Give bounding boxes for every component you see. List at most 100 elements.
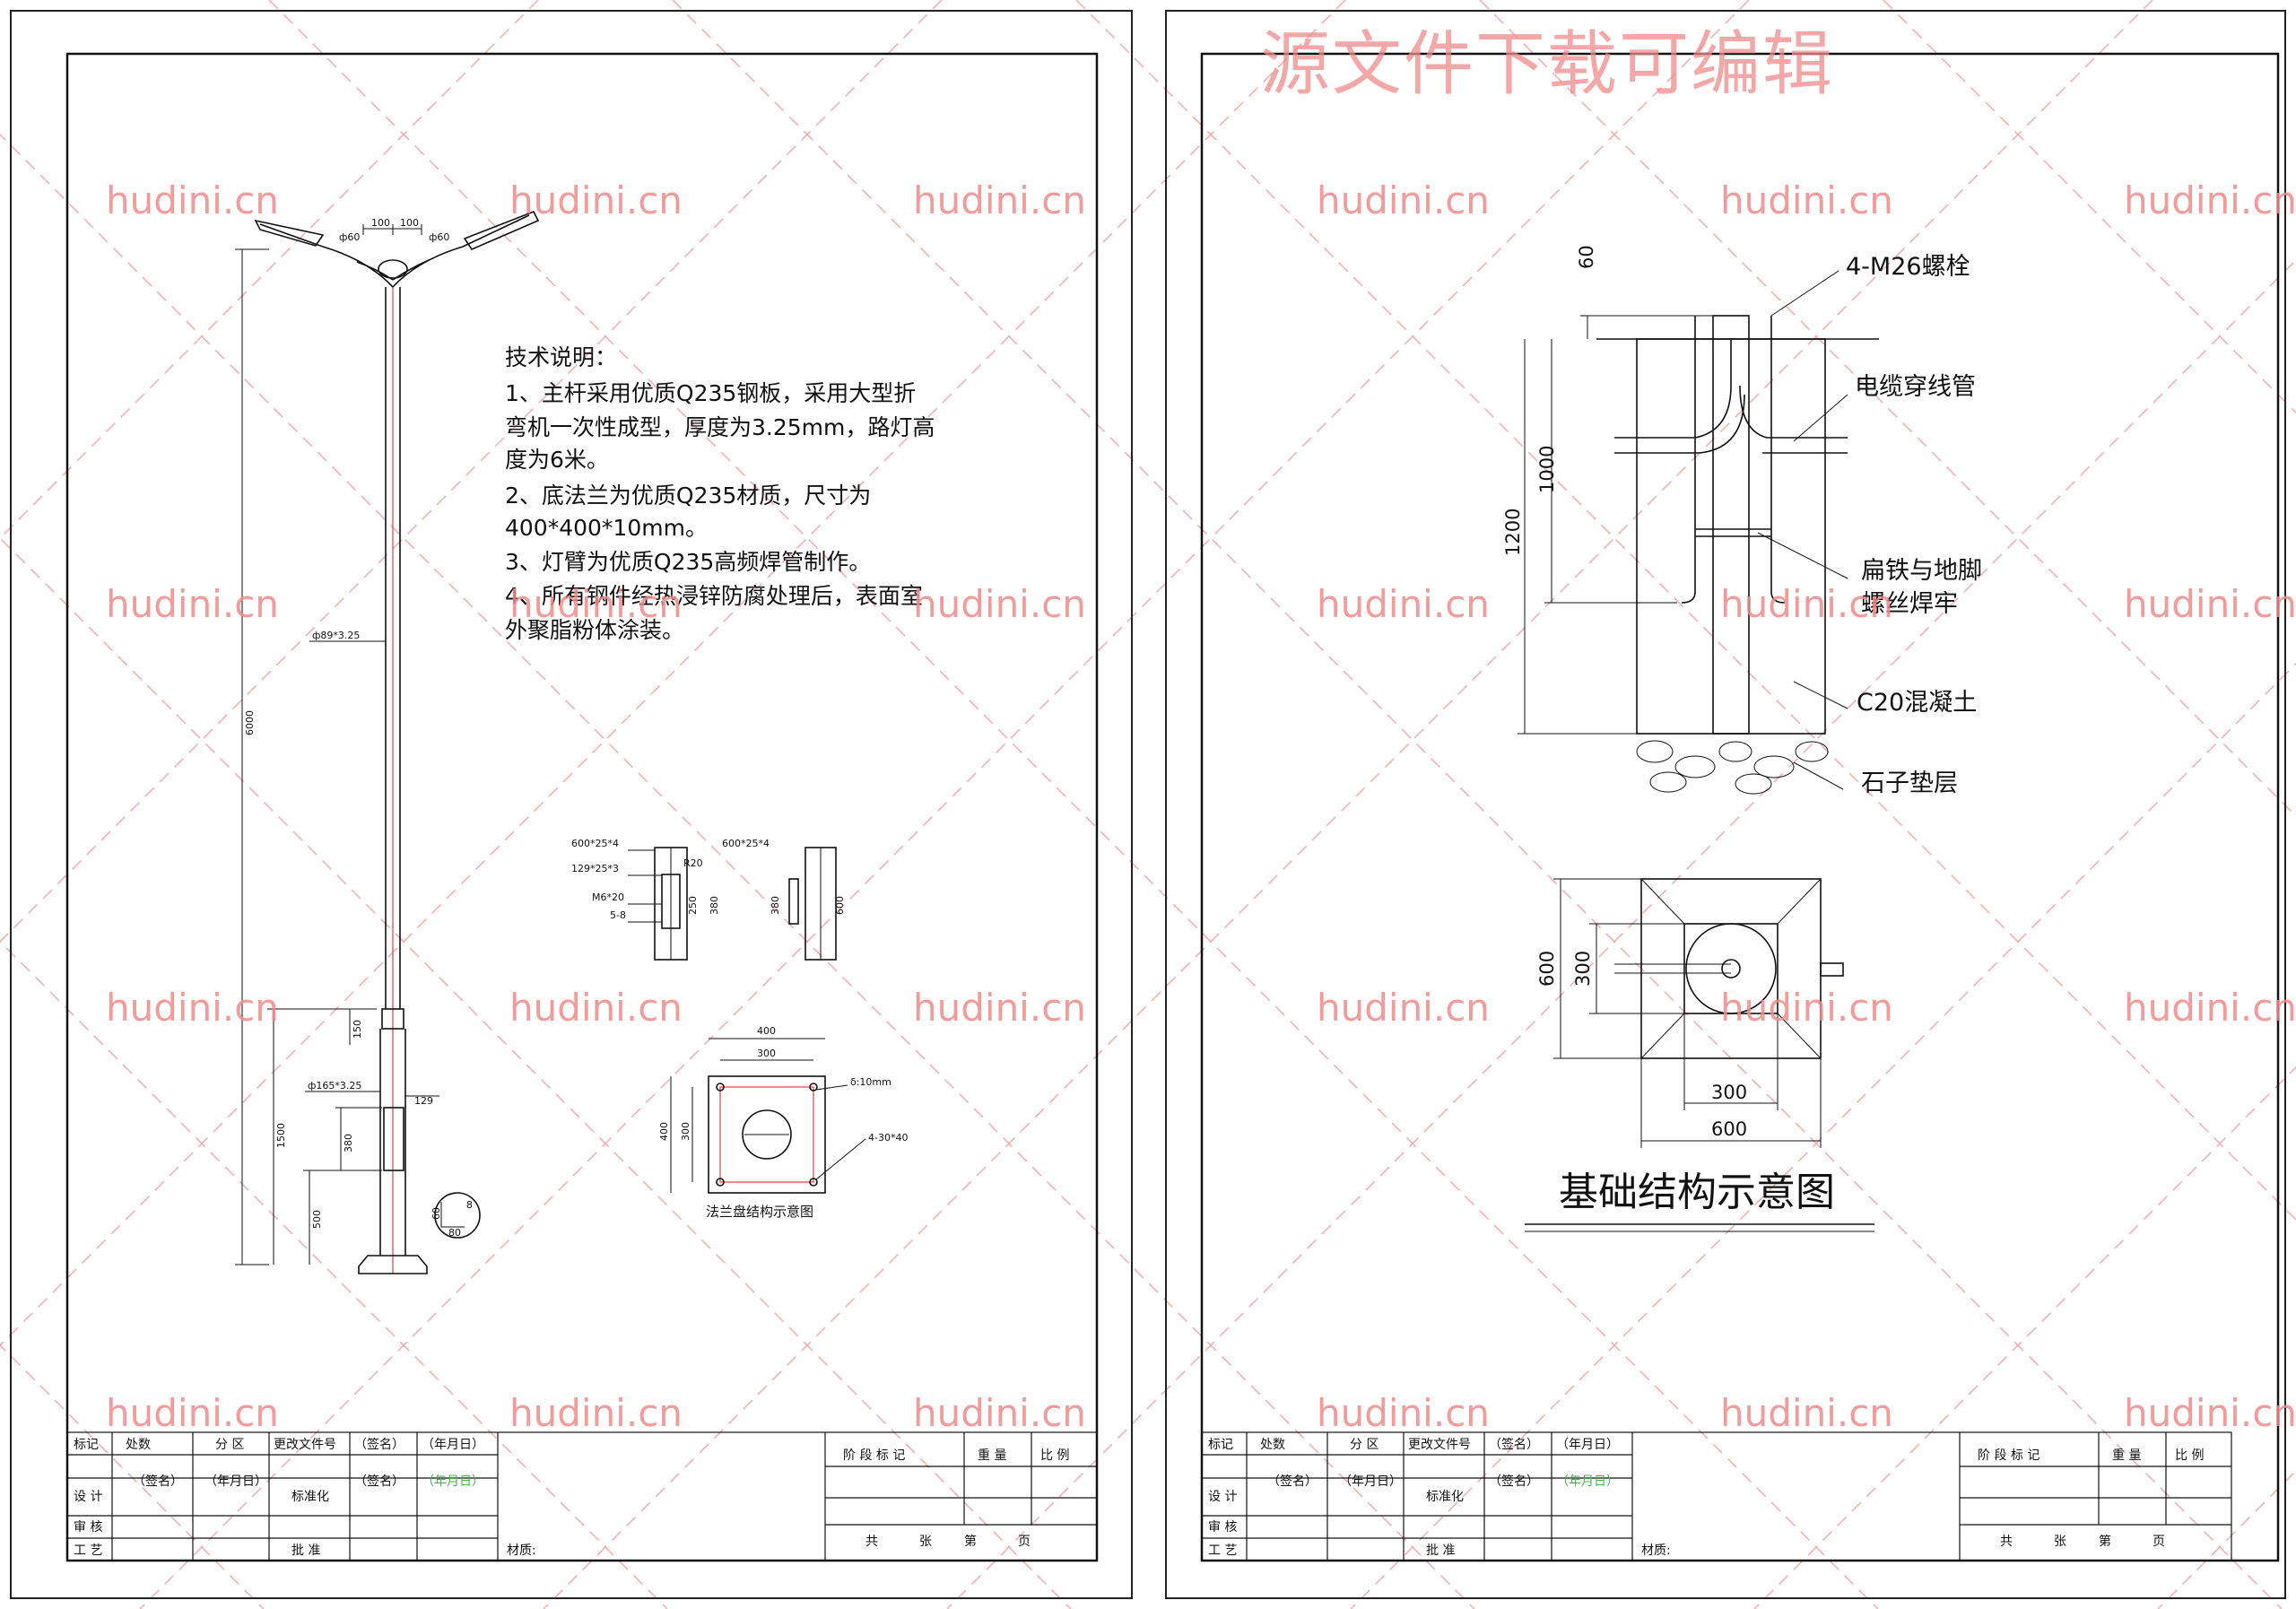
notes-line-1: 1、主杆采用优质Q235钢板，采用大型折 (505, 380, 916, 406)
watermark-1: hudini.cn (106, 178, 279, 222)
tb-left-review: 审 核 (74, 1520, 102, 1535)
tb-right-standard-date: （年月日） (1556, 1474, 1619, 1489)
watermark-21: hudini.cn (913, 1391, 1086, 1435)
door-label-4: 5-8 (610, 909, 626, 921)
right-title-block: 标记 处数 分 区 更改文件号 （签名） （年月日） 设 计 （签名） （年月日… (1201, 1431, 2232, 1561)
notes-line-4: 2、底法兰为优质Q235材质，尺寸为 (505, 483, 871, 509)
tb-right-process: 工 艺 (1208, 1544, 1237, 1558)
label-flat-iron-2: 螺丝焊牢 (1861, 590, 1958, 618)
door-label-2: 129*25*3 (571, 863, 619, 874)
tb-right-standard: 标准化 (1426, 1490, 1464, 1504)
dim-1000: 1000 (1536, 446, 1558, 493)
flange-caption: 法兰盘结构示意图 (706, 1204, 813, 1220)
watermark-6: hudini.cn (2124, 178, 2296, 222)
plan-dim-300: 300 (1572, 951, 1594, 987)
watermark-8: hudini.cn (509, 582, 683, 626)
tb-left-mark: 标记 (74, 1438, 99, 1452)
flange-side-inner: 300 (680, 1122, 691, 1141)
label-cable: 电缆穿线管 (1855, 373, 1976, 401)
tb-right-date: （年月日） (1556, 1438, 1619, 1452)
stiffener-b: 8 (466, 1199, 473, 1211)
total-height: 6000 (244, 710, 256, 735)
tb-left-date: （年月日） (422, 1438, 484, 1452)
watermark-10: hudini.cn (1317, 582, 1490, 626)
foundation-plan: 600 300 300 600 基础结构示意图 (1525, 878, 1874, 1232)
door-right-dim-1: 380 (770, 896, 781, 915)
arm-dia-left: ф60 (339, 231, 360, 243)
watermark-16: hudini.cn (1317, 986, 1490, 1030)
watermark-12: hudini.cn (2124, 582, 2296, 626)
flange-side-outer: 400 (658, 1122, 670, 1141)
tb-right-ratio: 比 例 (2175, 1448, 2204, 1463)
tb-left-zone: 分 区 (215, 1438, 244, 1452)
tb-right-sheets: 共 (2000, 1535, 2013, 1549)
watermark-14: hudini.cn (509, 986, 683, 1030)
tb-right-approve: 批 准 (1426, 1544, 1455, 1558)
left-title-block: 标记 处数 分 区 更改文件号 （签名） （年月日） 设 计 （签名） （年月日… (66, 1431, 1098, 1561)
arm-spacing-left: 100 (371, 217, 390, 229)
stiffener-c: 80 (448, 1227, 461, 1239)
notes-line-5: 400*400*10mm。 (505, 515, 708, 541)
tb-left-change: 更改文件号 (274, 1438, 336, 1452)
left-sheet-border (10, 10, 1133, 1599)
tb-left-stage: 阶 段 标 记 (843, 1448, 905, 1463)
flange-outer: 400 (757, 1025, 776, 1037)
watermark-banner: 源文件下载可编辑 (1260, 24, 1834, 105)
technical-notes: 技术说明： 1、主杆采用优质Q235钢板，采用大型折 弯机一次性成型，厚度为3.… (505, 344, 935, 643)
dim-60: 60 (1576, 245, 1597, 269)
watermark-20: hudini.cn (509, 1391, 683, 1435)
notes-line-7: 4、所有钢件经热浸锌防腐处理后，表面室 (505, 583, 923, 609)
watermark-15: hudini.cn (913, 986, 1086, 1030)
tb-left-sheets: 共 (865, 1535, 878, 1549)
tb-right-weight: 重 量 (2112, 1448, 2141, 1463)
notes-line-6: 3、灯臂为优质Q235高频焊管制作。 (505, 549, 871, 575)
watermark-13: hudini.cn (106, 986, 279, 1030)
flange-thickness: δ:10mm (850, 1076, 891, 1088)
watermark-24: hudini.cn (2124, 1391, 2296, 1435)
label-bolt: 4-M26螺栓 (1846, 253, 1970, 281)
door-dim-1: 250 (687, 896, 699, 915)
tb-left-approve: 批 准 (291, 1544, 320, 1558)
tb-left-standard-sign: （签名） (354, 1474, 404, 1489)
door-base-height: 500 (311, 1210, 323, 1229)
label-flat-iron-1: 扁铁与地脚 (1861, 557, 1982, 585)
tb-left-weight: 重 量 (978, 1448, 1006, 1463)
watermark-11: hudini.cn (1720, 582, 1893, 626)
foundation-section: 60 1000 1200 4-M26螺栓 电缆穿线管 扁铁与地脚 螺丝焊牢 C2… (1502, 245, 1982, 797)
door-height: 380 (343, 1134, 354, 1152)
door-radius: R20 (683, 857, 703, 869)
watermark-5: hudini.cn (1720, 178, 1893, 222)
sleeve-length: 150 (352, 1020, 363, 1039)
tb-left-material: 材质: (507, 1544, 536, 1558)
door-width: 129 (414, 1095, 433, 1107)
tb-right-count: 处数 (1260, 1438, 1285, 1452)
notes-heading: 技术说明： (505, 344, 617, 370)
tb-left-count: 处数 (126, 1438, 151, 1452)
upper-diameter: ф89*3.25 (312, 630, 360, 641)
tb-right-design: 设 计 (1208, 1490, 1237, 1504)
watermark-2: hudini.cn (509, 178, 683, 222)
tb-right-mark: 标记 (1208, 1438, 1233, 1452)
tb-left-page-2: 页 (1018, 1535, 1031, 1549)
notes-line-3: 度为6米。 (505, 447, 609, 473)
tb-right-sign: （签名） (1489, 1437, 1539, 1452)
lower-diameter: ф165*3.25 (308, 1080, 361, 1092)
door-dim-2: 380 (709, 896, 720, 915)
watermark-22: hudini.cn (1317, 1391, 1490, 1435)
tb-right-material: 材质: (1641, 1544, 1671, 1558)
tb-right-review: 审 核 (1208, 1520, 1237, 1535)
right-sheet-border (1165, 10, 2286, 1599)
notes-line-8: 外聚脂粉体涂装。 (505, 617, 684, 643)
tb-right-zone: 分 区 (1350, 1438, 1378, 1452)
tb-left-ratio: 比 例 (1040, 1448, 1069, 1463)
tb-left-design-date: （年月日） (204, 1474, 267, 1489)
tb-left-standard: 标准化 (291, 1490, 329, 1504)
watermark-text: 源文件下载可编辑 hudini.cn hudini.cn hudini.cn h… (106, 24, 2296, 1435)
tb-right-design-sign: （签名） (1267, 1474, 1318, 1489)
plan-bottom-600: 600 (1711, 1118, 1747, 1140)
tb-right-sheets-2: 张 (2054, 1535, 2066, 1549)
stiffener-a: 60 (430, 1207, 442, 1220)
watermark-19: hudini.cn (106, 1391, 279, 1435)
tb-right-page: 第 (2099, 1534, 2111, 1549)
watermark-4: hudini.cn (1317, 178, 1490, 222)
